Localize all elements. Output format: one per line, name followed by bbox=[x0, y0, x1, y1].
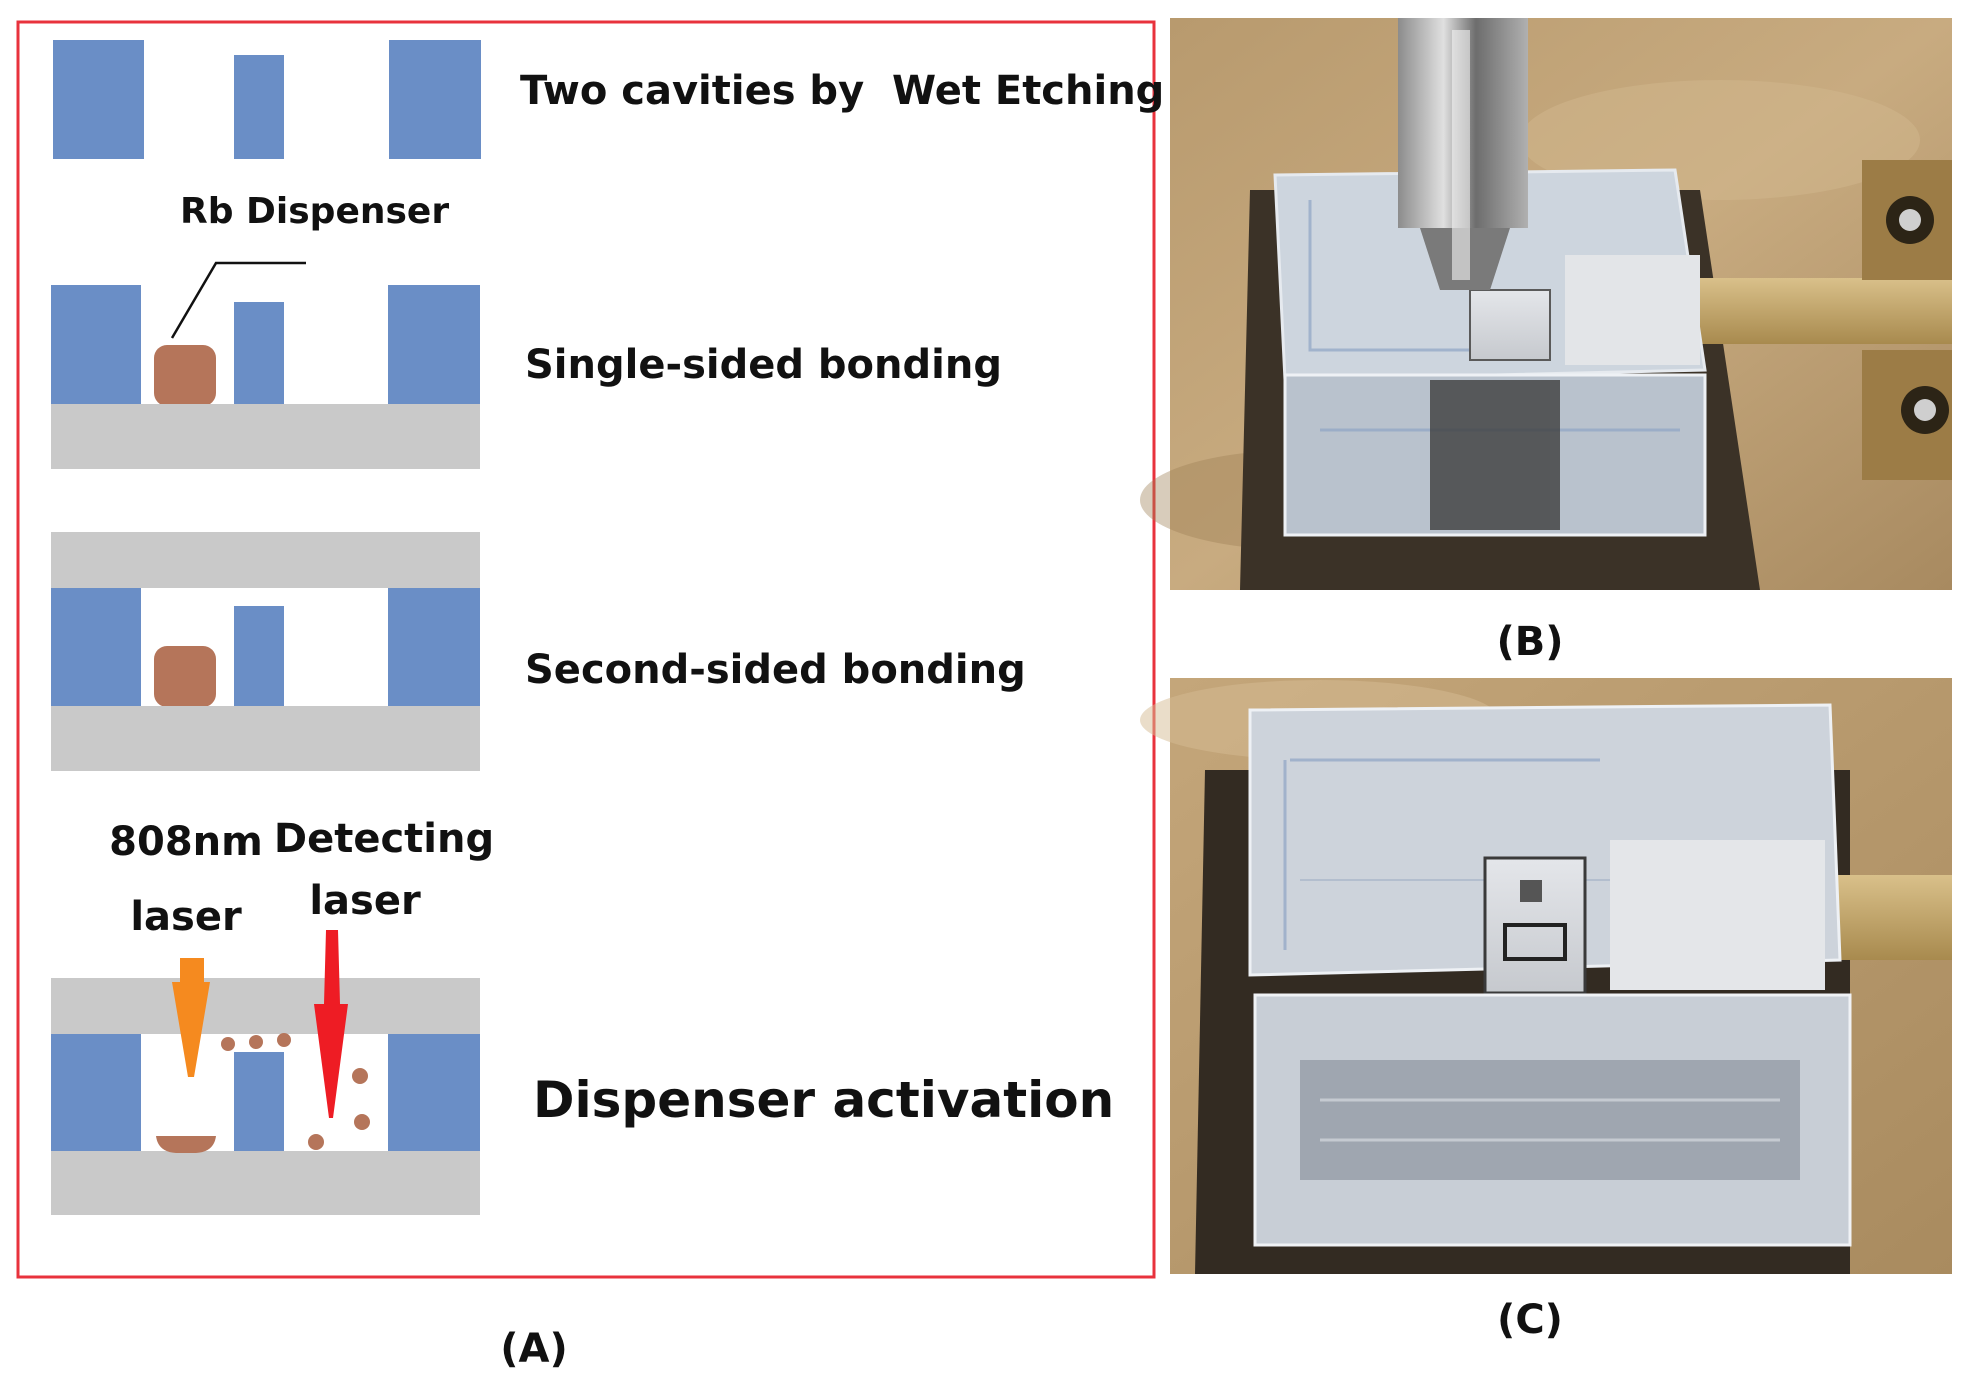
dark-stripe bbox=[1430, 380, 1560, 530]
frosted-block bbox=[1610, 840, 1825, 990]
glass-substrate-bottom bbox=[51, 1151, 480, 1215]
rb-dispenser bbox=[154, 646, 216, 707]
rb-vapor-particle bbox=[354, 1114, 370, 1130]
step2-label: Single-sided bonding bbox=[525, 342, 1002, 388]
silicon-block bbox=[51, 1034, 141, 1151]
step4-label: Dispenser activation bbox=[533, 1071, 1114, 1129]
pump-laser-label-line2: laser bbox=[130, 894, 242, 940]
silicon-block bbox=[53, 40, 144, 159]
brass-clamp-arm bbox=[1690, 278, 1952, 344]
silicon-block bbox=[234, 606, 284, 706]
probe-laser-label-line2: laser bbox=[309, 878, 421, 924]
step3-diagram bbox=[51, 532, 480, 771]
glass-substrate-bottom bbox=[51, 706, 480, 771]
panel-a-frame bbox=[16, 20, 1156, 1279]
silicon-block bbox=[234, 1052, 284, 1151]
screw-head bbox=[1914, 399, 1936, 421]
rb-dispenser bbox=[154, 345, 216, 406]
screw-head bbox=[1899, 209, 1921, 231]
chip-window bbox=[1503, 923, 1567, 961]
panel-b-photo bbox=[1140, 18, 1952, 590]
chip-window bbox=[1520, 880, 1542, 902]
spent-dispenser bbox=[156, 1136, 216, 1153]
probe-laser-beam bbox=[314, 930, 348, 1118]
brass-clamp-arm bbox=[1820, 875, 1952, 960]
manipulator-tip-shine bbox=[1452, 30, 1470, 280]
silicon-block bbox=[234, 302, 284, 404]
probe-laser-label-line1: Detecting bbox=[274, 816, 494, 862]
chip bbox=[1469, 289, 1551, 361]
silicon-block bbox=[388, 285, 480, 404]
rb-vapor-particle bbox=[352, 1068, 368, 1084]
panel-c-photo bbox=[1140, 678, 1952, 1274]
step2-diagram bbox=[51, 285, 480, 469]
glass-etch-pattern bbox=[1308, 200, 1500, 352]
rb-vapor-particle bbox=[308, 1134, 324, 1150]
step3-label: Second-sided bonding bbox=[525, 647, 1026, 693]
rb-vapor-particle bbox=[249, 1035, 263, 1049]
frosted-block bbox=[1565, 255, 1700, 365]
rb-vapor-particle bbox=[277, 1033, 291, 1047]
step4-diagram bbox=[51, 930, 480, 1215]
silicon-block bbox=[388, 1034, 480, 1151]
pump-laser-beam bbox=[172, 958, 210, 1077]
panel-a-caption: (A) bbox=[500, 1326, 568, 1372]
step1-label: Two cavities by Wet Etching bbox=[520, 68, 1164, 114]
rb-dispenser-label: Rb Dispenser bbox=[180, 191, 449, 232]
silicon-block bbox=[234, 55, 284, 159]
glass-cavity bbox=[1300, 1060, 1800, 1180]
glass-substrate-top bbox=[51, 978, 480, 1034]
panel-a: Two cavities by Wet Etching Rb Dispenser… bbox=[16, 20, 1164, 1279]
silicon-block bbox=[389, 40, 481, 159]
step1-diagram bbox=[53, 40, 481, 159]
glass-substrate-bottom bbox=[51, 404, 480, 469]
panel-c-caption: (C) bbox=[1497, 1297, 1563, 1343]
rb-vapor-particle bbox=[221, 1037, 235, 1051]
pump-laser-label-line1: 808nm bbox=[109, 819, 263, 865]
silicon-block bbox=[51, 285, 141, 404]
silicon-block bbox=[388, 588, 480, 706]
glass-substrate-top bbox=[51, 532, 480, 588]
rb-dispenser-callout-line bbox=[170, 261, 306, 339]
panel-b-caption: (B) bbox=[1496, 619, 1563, 665]
silicon-block bbox=[51, 588, 141, 706]
